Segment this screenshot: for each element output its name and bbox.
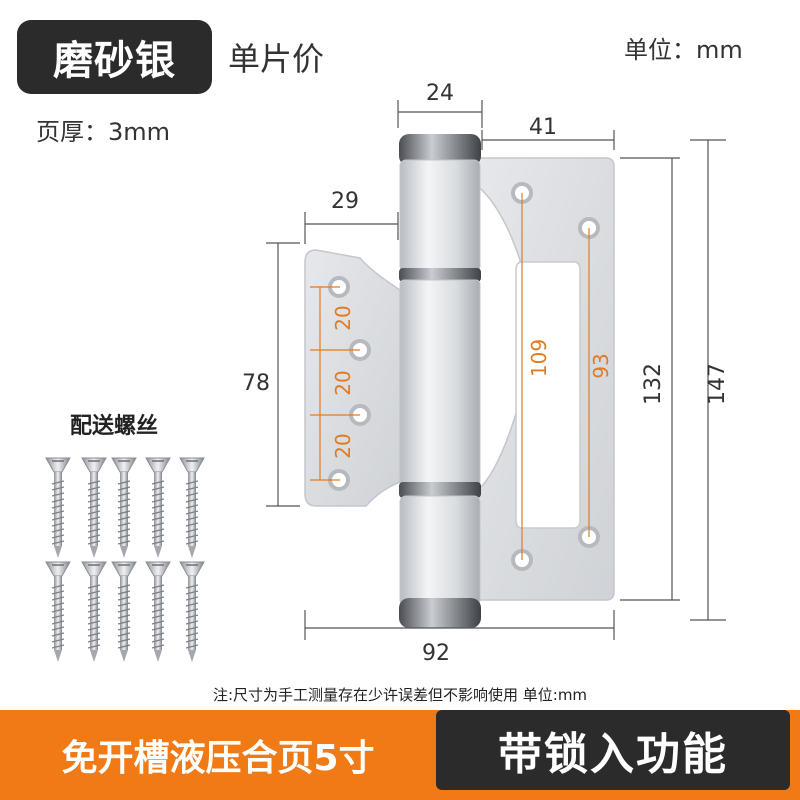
screw [179,561,205,662]
screw [145,457,171,558]
screw [81,457,107,558]
dim-slot-length-outer: 109 [527,339,551,377]
screw [179,457,205,558]
left-leaf [304,249,401,507]
screws [45,457,205,662]
dim-total-height: 147 [705,363,730,405]
barrel-upper [399,159,481,273]
screw [145,561,171,662]
dim-barrel-width: 24 [426,81,454,106]
barrel-top-cap [399,134,481,166]
dim-hole-spacing-3: 20 [331,433,355,458]
finish-badge: 磨砂银 [17,20,212,94]
barrel-ring-1 [399,268,481,282]
screw [45,457,71,558]
dim-left-leaf-height: 78 [242,371,270,396]
dim-slot-length-inner: 93 [589,353,613,378]
barrel-ring-2 [399,482,481,498]
measurement-note: 注:尺寸为手工测量存在少许误差但不影响使用 单位:mm [212,686,588,704]
dim-right-leaf-height: 132 [641,363,666,405]
barrel-bottom-cap [399,598,481,628]
screw [45,561,71,662]
orange-dimension-lines [310,193,590,560]
thickness-label: 页厚：3mm [36,118,171,146]
product-name: 免开槽液压合页5寸 [61,738,375,779]
unit-label: 单位：mm [624,36,743,64]
left-leaf-holes [328,276,371,491]
dim-total-width: 92 [422,641,450,666]
screws-label: 配送螺丝 [70,414,159,439]
screw [81,561,107,662]
hinge-diagram: 24 41 29 78 20 20 20 109 93 132 147 92 [45,81,730,666]
price-unit-label: 单片价 [228,40,325,78]
screw [111,561,137,662]
barrel-middle [399,279,481,487]
dim-left-leaf-width: 29 [331,189,359,214]
dim-hole-spacing-2: 20 [331,370,355,395]
dim-right-leaf-width: 41 [529,115,557,140]
dimension-lines [266,100,726,640]
right-leaf-holes [511,182,600,571]
dim-hole-spacing-1: 20 [331,305,355,330]
right-leaf-slot [515,261,581,529]
barrel-lower [399,495,481,607]
screw [111,457,137,558]
feature-label: 带锁入功能 [436,710,790,790]
